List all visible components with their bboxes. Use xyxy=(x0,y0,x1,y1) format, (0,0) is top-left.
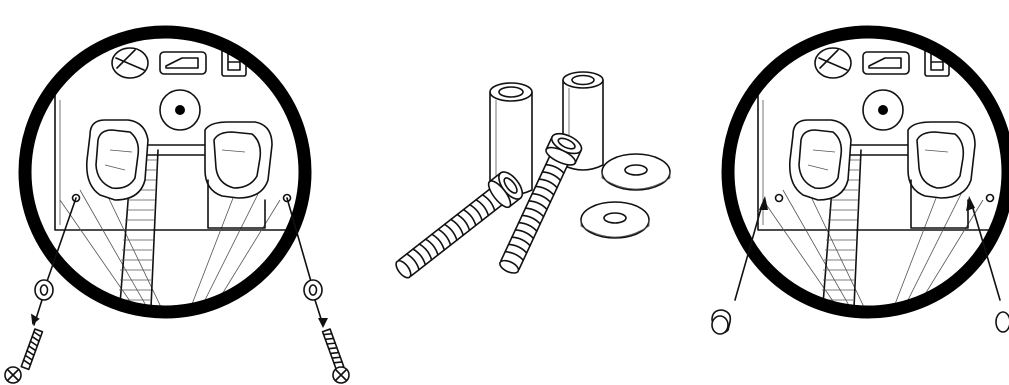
screw-head-left-icon xyxy=(5,367,21,383)
left-detail-panel xyxy=(5,32,349,383)
washer-1 xyxy=(602,154,670,190)
screw-removal-right xyxy=(287,198,328,328)
screw-head-right-icon xyxy=(333,367,349,383)
screw-left xyxy=(21,329,42,369)
washer-2 xyxy=(581,202,649,238)
parts-panel xyxy=(390,72,670,285)
screw-right xyxy=(323,329,344,369)
right-detail-panel xyxy=(712,32,1009,334)
